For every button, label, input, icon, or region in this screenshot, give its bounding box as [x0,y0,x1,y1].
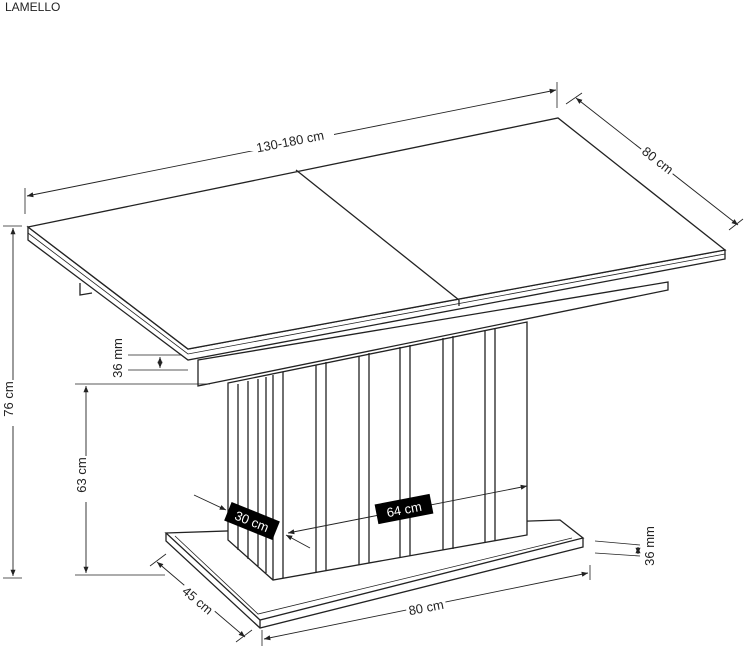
dim-height-column: 63 cm [74,383,210,576]
dim-column-width-label: 64 cm [385,499,423,520]
dim-top-length-label: 130-180 cm [255,128,325,156]
dim-height-column-label: 63 cm [74,457,89,492]
dim-column-width: 64 cm [287,484,528,535]
dim-base-width-label: 80 cm [407,597,445,618]
dim-base-thickness-label: 36 mm [642,526,657,566]
table-top [26,117,727,387]
dim-height-total: 76 cm [1,225,23,579]
dim-height-total-label: 76 cm [1,381,16,416]
dim-top-thickness-label: 36 mm [110,338,125,378]
product-name: LAMELLO [5,0,61,14]
dim-base-width: 80 cm [261,565,591,646]
dim-top-thickness: 36 mm [110,338,188,378]
dim-base-thickness: 36 mm [594,526,657,566]
